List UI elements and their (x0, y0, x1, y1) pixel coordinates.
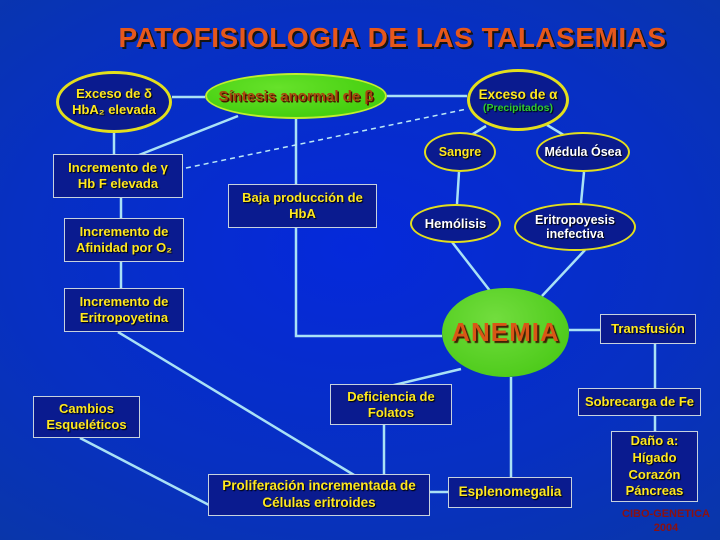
node-cambios-esqueleticos: Cambios Esqueléticos (33, 396, 140, 438)
node-medula-osea-label: Médula Ósea (544, 144, 622, 159)
edge-eritropoyesis-anemia (541, 249, 586, 297)
edge-eritropoyetina-proliferacion (117, 330, 355, 477)
node-medula-osea: Médula Ósea (536, 132, 630, 172)
node-anemia-label: ANEMIA (451, 317, 560, 347)
slide-title: PATOFISIOLOGIA DE LAS TALASEMIAS (118, 22, 667, 53)
edge-sintesis-incrementogamma (138, 114, 239, 157)
credit-text: CIBO-GENETICA 2004 (622, 508, 710, 535)
node-incremento-afinidad-label: Incremento de Afinidad por O₂ (75, 224, 173, 255)
node-cambios-esqueleticos-label: Cambios Esqueléticos (46, 401, 127, 432)
node-deficiencia-folatos: Deficiencia de Folatos (330, 384, 452, 425)
node-esplenomegalia-label: Esplenomegalia (458, 484, 562, 500)
node-incremento-gamma-label: Incremento de γ Hb F elevada (68, 160, 168, 191)
node-transfusion-label: Transfusión (611, 321, 685, 337)
node-sangre: Sangre (424, 132, 496, 172)
node-hemolisis: Hemólisis (410, 204, 501, 243)
edge-hemolisis-anemia (451, 241, 495, 297)
edge-gamma-excesoalfa-dashed (185, 108, 468, 169)
node-exceso-alfa-label: Exceso de α (478, 86, 558, 102)
node-sangre-label: Sangre (438, 144, 482, 159)
node-proliferacion-eritroides: Proliferación incrementada de Células er… (208, 474, 430, 516)
node-eritropoyesis-inefectiva-label: Eritropoyesis inefectiva (535, 212, 615, 241)
node-sobrecarga-fe: Sobrecarga de Fe (578, 388, 701, 416)
node-sobrecarga-fe-label: Sobrecarga de Fe (584, 394, 695, 410)
node-dano-organos: Daño a: Hígado Corazón Páncreas (611, 431, 698, 502)
node-deficiencia-folatos-label: Deficiencia de Folatos (347, 388, 435, 420)
node-anemia: ANEMIA (442, 288, 569, 377)
node-proliferacion-eritroides-label: Proliferación incrementada de Células er… (222, 478, 416, 510)
edge-cambios-proliferacion (79, 436, 210, 507)
node-baja-produccion-hba-label: Baja producción de HbA (242, 190, 363, 221)
edge-sangre-hemolisis (455, 171, 461, 205)
node-baja-produccion-hba: Baja producción de HbA (228, 184, 377, 228)
node-dano-organos-label: Daño a: Hígado Corazón Páncreas (625, 432, 684, 499)
node-eritropoyesis-inefectiva: Eritropoyesis inefectiva (514, 203, 636, 251)
node-exceso-alfa-sublabel: (Precipitados) (482, 101, 553, 114)
edge-anemia-deficiencia (389, 367, 462, 388)
edge-medula-eritropoyesis (579, 171, 586, 204)
node-sintesis-anormal-beta: Síntesis anormal de β (205, 73, 387, 119)
node-incremento-eritropoyetina-label: Incremento de Eritropoyetina (79, 294, 169, 325)
node-exceso-alfa: Exceso de α (Precipitados) (467, 69, 569, 131)
node-incremento-eritropoyetina: Incremento de Eritropoyetina (64, 288, 184, 332)
node-transfusion: Transfusión (600, 314, 696, 344)
node-exceso-delta-label: Exceso de δ HbA₂ elevada (72, 86, 156, 117)
node-exceso-delta: Exceso de δ HbA₂ elevada (56, 71, 172, 133)
node-hemolisis-label: Hemólisis (424, 215, 487, 231)
node-incremento-afinidad: Incremento de Afinidad por O₂ (64, 218, 184, 262)
node-incremento-gamma: Incremento de γ Hb F elevada (53, 154, 183, 198)
node-sintesis-anormal-beta-label: Síntesis anormal de β (218, 87, 374, 105)
node-esplenomegalia: Esplenomegalia (448, 477, 572, 508)
